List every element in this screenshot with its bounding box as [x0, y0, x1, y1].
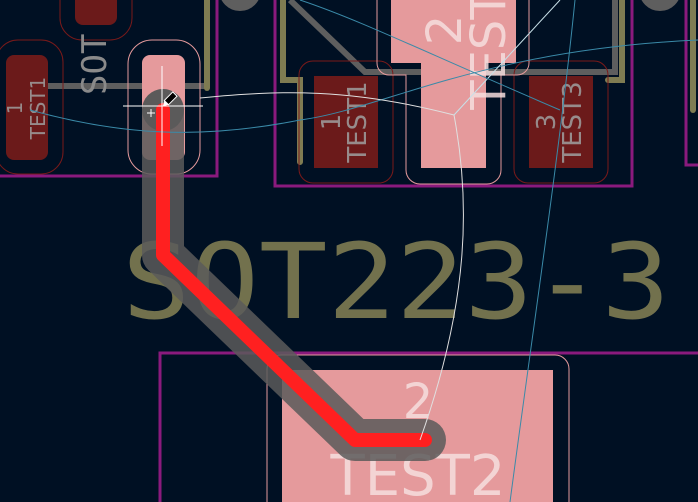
pad-top-partial[interactable]: [75, 0, 117, 25]
route-track-pencil-icon: [162, 91, 178, 107]
silkscreen-lines: [204, 0, 696, 165]
pad-net: TEST3: [558, 81, 588, 163]
pad-number: 3: [532, 114, 562, 131]
pad-net: TEST1: [26, 77, 50, 141]
pad-number: 1: [3, 102, 27, 115]
footprint-reference-partial: SOT: [75, 34, 115, 95]
pad-left-test1[interactable]: [6, 55, 48, 160]
ratsnest: [29, 0, 698, 502]
pad-outlines: [0, 0, 609, 502]
pad-number: 1: [317, 114, 347, 131]
pad-number: 2: [417, 15, 473, 46]
pad-net: TEST: [461, 0, 517, 111]
pad-sot-1[interactable]: [314, 76, 378, 168]
pad-sot-tab[interactable]: [391, 0, 516, 168]
pad-net: TEST1: [343, 81, 373, 163]
